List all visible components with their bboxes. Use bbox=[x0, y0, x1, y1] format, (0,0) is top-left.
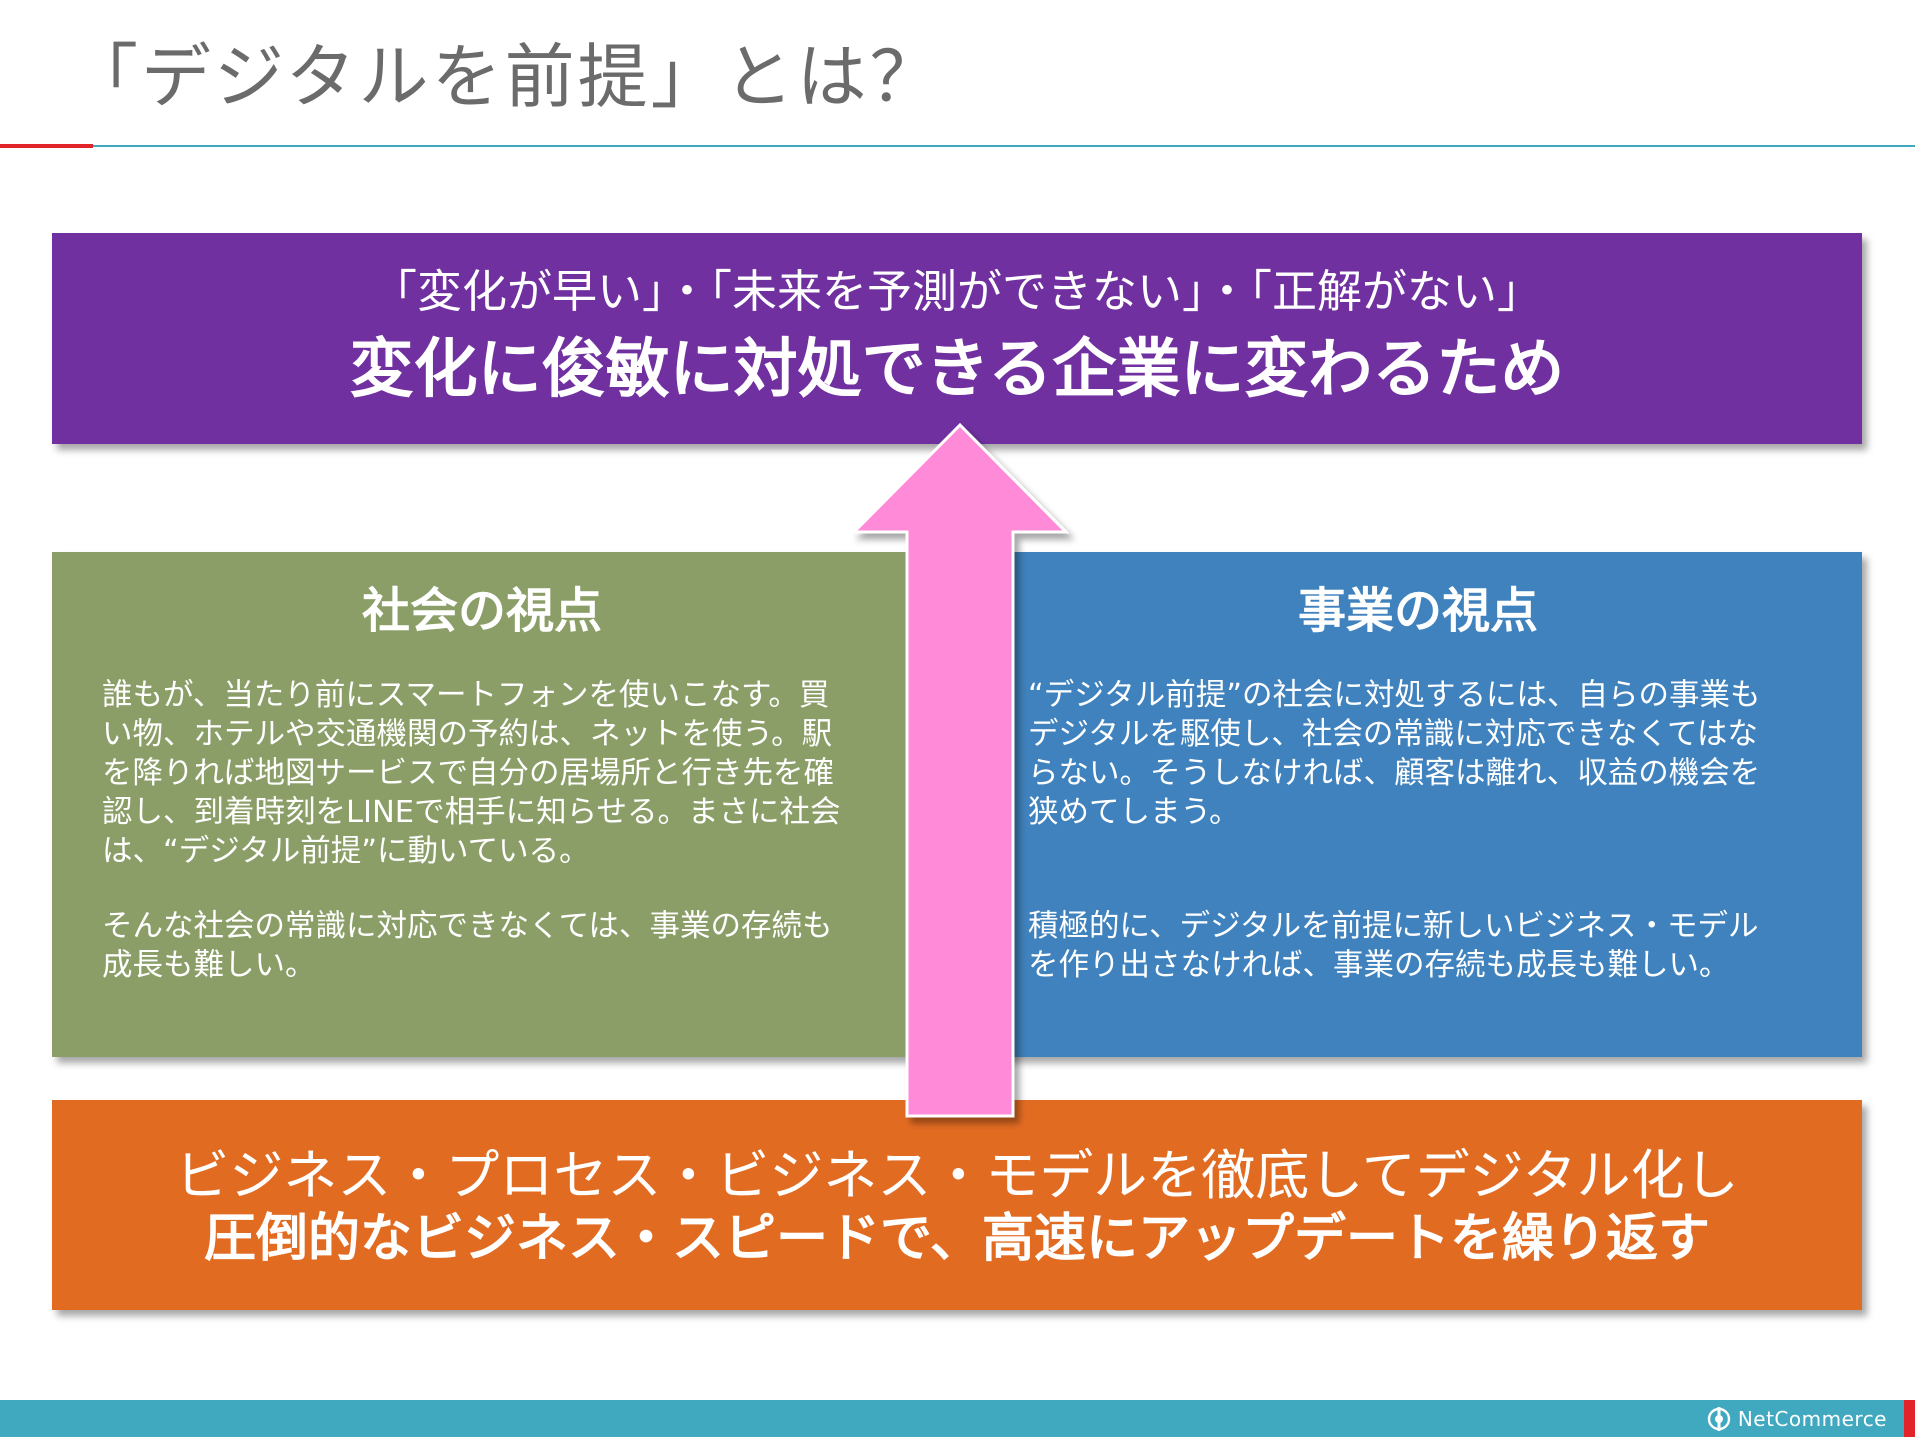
arrow-shape bbox=[850, 422, 1070, 1118]
page-title: 「デジタルを前提」とは？ bbox=[68, 36, 943, 118]
text-line: “デジタル前提”の社会に対処するには、自らの事業も bbox=[1028, 678, 1761, 713]
society-paragraph-1: 誰もが、当たり前にスマートフォンを使いこなす。買 い物、ホテルや交通機関の予約は… bbox=[102, 676, 840, 871]
text-line: デジタルを駆使し、社会の常識に対応できなくてはな bbox=[1028, 717, 1758, 752]
text-line: 認し、到着時刻をLINEで相手に知らせる。まさに社会 bbox=[102, 795, 841, 830]
text-line: は、“デジタル前提”に動いている。 bbox=[102, 834, 590, 869]
footer-accent bbox=[1904, 1400, 1915, 1437]
text-line: い物、ホテルや交通機関の予約は、ネットを使う。駅 bbox=[102, 717, 833, 752]
footer-bar bbox=[0, 1400, 1915, 1437]
netcommerce-logo-icon bbox=[1707, 1407, 1731, 1431]
society-perspective-box bbox=[52, 552, 912, 1057]
goal-subtitle: 「変化が早い」・「未来を予測ができない」・「正解がない」 bbox=[371, 265, 1542, 318]
title-rule bbox=[93, 145, 1915, 147]
footer-logo: NetCommerce bbox=[1706, 1405, 1887, 1433]
brand-name: NetCommerce bbox=[1737, 1407, 1887, 1431]
business-paragraph-2: 積極的に、デジタルを前提に新しいビジネス・モデル を作り出さなければ、事業の存続… bbox=[1028, 907, 1758, 985]
text-line: 積極的に、デジタルを前提に新しいビジネス・モデル bbox=[1028, 909, 1759, 944]
text-line: を作り出さなければ、事業の存続も成長も難しい。 bbox=[1028, 948, 1730, 983]
process-box: ビジネス・プロセス・ビジネス・モデルを徹底してデジタル化し 圧倒的なビジネス・ス… bbox=[52, 1100, 1862, 1310]
title-rule-accent bbox=[0, 144, 93, 148]
business-paragraph-1: “デジタル前提”の社会に対処するには、自らの事業も デジタルを駆使し、社会の常識… bbox=[1028, 676, 1761, 832]
business-heading: 事業の視点 bbox=[1297, 583, 1538, 639]
society-heading: 社会の視点 bbox=[361, 583, 602, 639]
text-line: 狭めてしまう。 bbox=[1028, 795, 1240, 830]
text-line: らない。そうしなければ、顧客は離れ、収益の機会を bbox=[1028, 756, 1761, 791]
goal-headline: 変化に俊敏に対処できる企業に変わるため bbox=[349, 333, 1565, 407]
text-line: を降りれば地図サービスで自分の居場所と行き先を確 bbox=[102, 756, 834, 791]
text-line: 成長も難しい。 bbox=[102, 948, 316, 983]
goal-box: 「変化が早い」・「未来を予測ができない」・「正解がない」 変化に俊敏に対処できる… bbox=[52, 233, 1862, 444]
process-subtitle: ビジネス・プロセス・ビジネス・モデルを徹底してデジタル化し bbox=[175, 1144, 1739, 1207]
text-line: 誰もが、当たり前にスマートフォンを使いこなす。買 bbox=[102, 678, 830, 713]
society-paragraph-2: そんな社会の常識に対応できなくては、事業の存続も 成長も難しい。 bbox=[102, 907, 832, 985]
business-perspective-box bbox=[1004, 552, 1862, 1057]
text-line: そんな社会の常識に対応できなくては、事業の存続も bbox=[102, 909, 833, 944]
process-headline: 圧倒的なビジネス・スピードで、高速にアップデートを繰り返す bbox=[204, 1209, 1710, 1269]
up-arrow-icon bbox=[850, 422, 1070, 1118]
